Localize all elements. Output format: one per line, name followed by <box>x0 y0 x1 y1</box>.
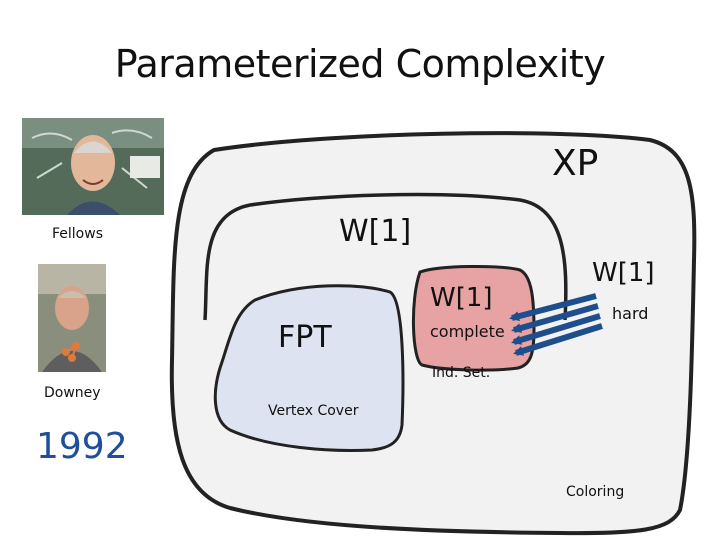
arrow <box>509 293 597 322</box>
w1-boundary <box>203 192 568 321</box>
slide-title: Parameterized Complexity <box>114 42 606 86</box>
fellows-caption: Fellows <box>52 226 103 242</box>
w1-hard-subtitle: hard <box>612 304 649 323</box>
fellows-photo <box>22 118 164 215</box>
xp-label: XP <box>552 143 599 184</box>
w1-complete-region <box>411 264 536 372</box>
w1-complete-subtitle: complete <box>430 322 505 341</box>
coloring-label: Coloring <box>566 484 625 500</box>
fpt-region <box>213 284 405 452</box>
arrow <box>511 313 601 345</box>
year-label: 1992 <box>36 426 128 467</box>
arrow <box>513 323 603 356</box>
w1-hard-title: W[1] <box>592 258 655 288</box>
vertex-cover-label: Vertex Cover <box>268 403 359 419</box>
arrow <box>511 303 599 333</box>
w1-label: W[1] <box>339 214 412 249</box>
w1-complete-title: W[1] <box>430 283 493 313</box>
ind-set-label: Ind. Set. <box>432 365 491 381</box>
fpt-label: FPT <box>278 320 332 355</box>
hardness-arrows <box>509 293 603 356</box>
downey-caption: Downey <box>44 385 101 401</box>
downey-photo <box>38 264 106 372</box>
